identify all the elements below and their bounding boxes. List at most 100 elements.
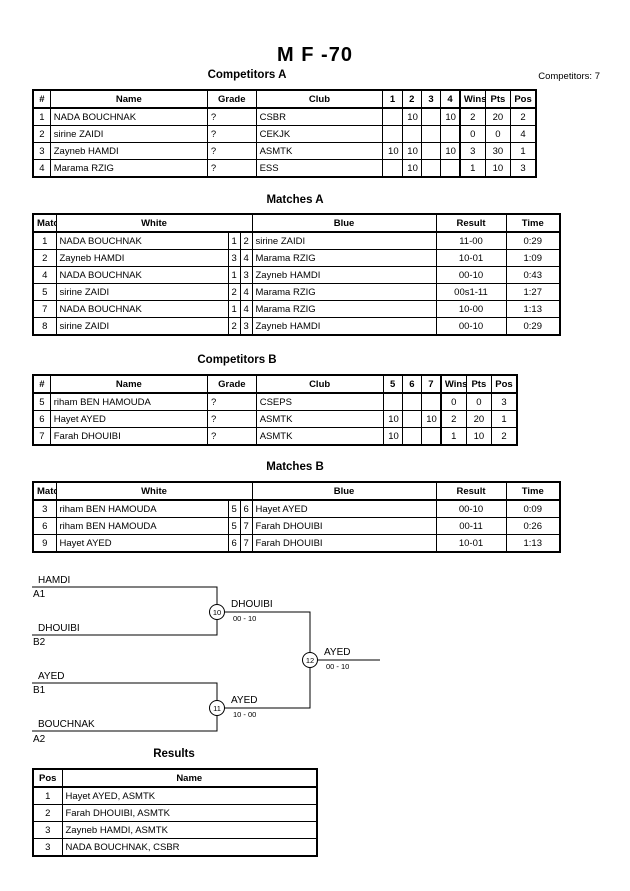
results-heading: Results: [153, 748, 195, 760]
column-header: Result: [435, 481, 507, 501]
cell-points: 0: [465, 392, 493, 411]
cell-white-number: 3: [227, 249, 241, 267]
cell-score: [401, 410, 423, 428]
bracket-line: [32, 619, 218, 636]
cell-club: ASMTK: [255, 410, 384, 428]
table-row: 5 riham BEN HAMOUDA ? CSEPS 0 0 3: [32, 392, 518, 411]
matches-a-table: Match White Blue Result Time 1 NADA BOUC…: [32, 213, 561, 336]
cell-position: 3: [32, 821, 63, 839]
cell-grade: ?: [206, 142, 257, 160]
cell-name: Zayneb HAMDI, ASMTK: [61, 821, 318, 839]
cell-points: 0: [484, 125, 512, 143]
cell-match-number: 9: [32, 534, 57, 553]
bracket-name: AYED: [38, 671, 65, 682]
cell-white: sirine ZAIDI: [55, 317, 229, 336]
cell-white: riham BEN HAMOUDA: [55, 517, 229, 535]
cell-score: [382, 392, 403, 411]
cell-blue: Marama RZIG: [251, 283, 437, 301]
cell-time: 0:29: [505, 231, 561, 250]
table-header-row: Match White Blue Result Time: [32, 213, 561, 233]
cell-result: 00-10: [435, 317, 507, 336]
cell-grade: ?: [206, 107, 257, 126]
cell-club: CSEPS: [255, 392, 384, 411]
cell-match-number: 2: [32, 249, 57, 267]
cell-name: NADA BOUCHNAK: [49, 107, 208, 126]
cell-score: [420, 142, 442, 160]
cell-score: [382, 107, 403, 126]
column-header: Match: [32, 213, 57, 233]
bracket-winner: AYED: [324, 647, 351, 658]
matches-a-heading: Matches A: [266, 194, 324, 206]
cell-points: 10: [465, 427, 493, 446]
cell-blue-number: 3: [239, 317, 253, 336]
cell-match-number: 6: [32, 517, 57, 535]
cell-blue-number: 4: [239, 283, 253, 301]
cell-wins: 0: [439, 392, 467, 411]
page-title: M F -70: [277, 44, 353, 66]
cell-result: 10-01: [435, 534, 507, 553]
table-row: 1 NADA BOUCHNAK ? CSBR 10 10 2 20 2: [32, 107, 537, 126]
cell-club: CSBR: [255, 107, 384, 126]
table-row: 2 Farah DHOUIBI, ASMTK: [32, 804, 318, 822]
cell-white-number: 5: [227, 499, 241, 518]
cell-blue: Marama RZIG: [251, 249, 437, 267]
cell-time: 1:27: [505, 283, 561, 301]
cell-score: 10: [382, 410, 403, 428]
column-header: 7: [421, 374, 442, 394]
table-row: 2 sirine ZAIDI ? CEKJK 0 0 4: [32, 125, 537, 143]
cell-score: [401, 427, 423, 446]
cell-points: 30: [484, 142, 512, 160]
cell-blue: Zayneb HAMDI: [251, 317, 437, 336]
competitors-count: Competitors: 7: [538, 71, 600, 82]
table-row: 7 NADA BOUCHNAK 1 4 Marama RZIG 10-00 1:…: [32, 300, 561, 318]
column-header: 6: [401, 374, 423, 394]
cell-number: 4: [32, 159, 51, 178]
cell-name: Marama RZIG: [49, 159, 208, 178]
column-header: Pts: [484, 89, 512, 109]
cell-points: 10: [484, 159, 512, 178]
table-row: 3 Zayneb HAMDI, ASMTK: [32, 821, 318, 839]
cell-result: 00s1-11: [435, 283, 507, 301]
bracket-line: [32, 715, 218, 732]
cell-score: 10: [440, 107, 461, 126]
cell-match-number: 5: [32, 283, 57, 301]
competitors-b-heading: Competitors B: [197, 354, 277, 366]
column-header: Pos: [491, 374, 518, 394]
column-header: Pos: [510, 89, 537, 109]
match-number: 10: [213, 608, 221, 617]
cell-match-number: 1: [32, 231, 57, 250]
cell-points: 20: [484, 107, 512, 126]
cell-points: 20: [465, 410, 493, 428]
cell-time: 1:09: [505, 249, 561, 267]
cell-blue-number: 3: [239, 266, 253, 284]
cell-white: NADA BOUCHNAK: [55, 300, 229, 318]
cell-name: Farah DHOUIBI, ASMTK: [61, 804, 318, 822]
cell-score: [421, 427, 442, 446]
cell-white: NADA BOUCHNAK: [55, 231, 229, 250]
column-header: #: [32, 89, 51, 109]
column-header: Blue: [251, 213, 437, 233]
cell-position: 4: [510, 125, 537, 143]
cell-blue-number: 7: [239, 534, 253, 553]
cell-score: 10: [382, 427, 403, 446]
bracket-score: 10 - 00: [233, 710, 256, 719]
match-number: 12: [306, 656, 314, 665]
cell-blue: Hayet AYED: [251, 499, 437, 518]
table-row: 6 riham BEN HAMOUDA 5 7 Farah DHOUIBI 00…: [32, 517, 561, 535]
cell-result: 10-01: [435, 249, 507, 267]
cell-number: 5: [32, 392, 51, 411]
bracket-winner: DHOUIBI: [231, 599, 273, 610]
cell-blue-number: 7: [239, 517, 253, 535]
bracket-name: HAMDI: [38, 575, 70, 586]
table-row: 6 Hayet AYED ? ASMTK 10 10 2 20 1: [32, 410, 518, 428]
cell-time: 0:09: [505, 499, 561, 518]
column-header: Time: [505, 481, 561, 501]
cell-wins: 2: [458, 107, 486, 126]
cell-position: 3: [32, 838, 63, 857]
cell-grade: ?: [207, 410, 257, 428]
cell-position: 1: [32, 786, 63, 805]
column-header: 5: [382, 374, 403, 394]
cell-result: 00-10: [435, 266, 507, 284]
column-header: Club: [255, 89, 384, 109]
column-header: Time: [505, 213, 561, 233]
